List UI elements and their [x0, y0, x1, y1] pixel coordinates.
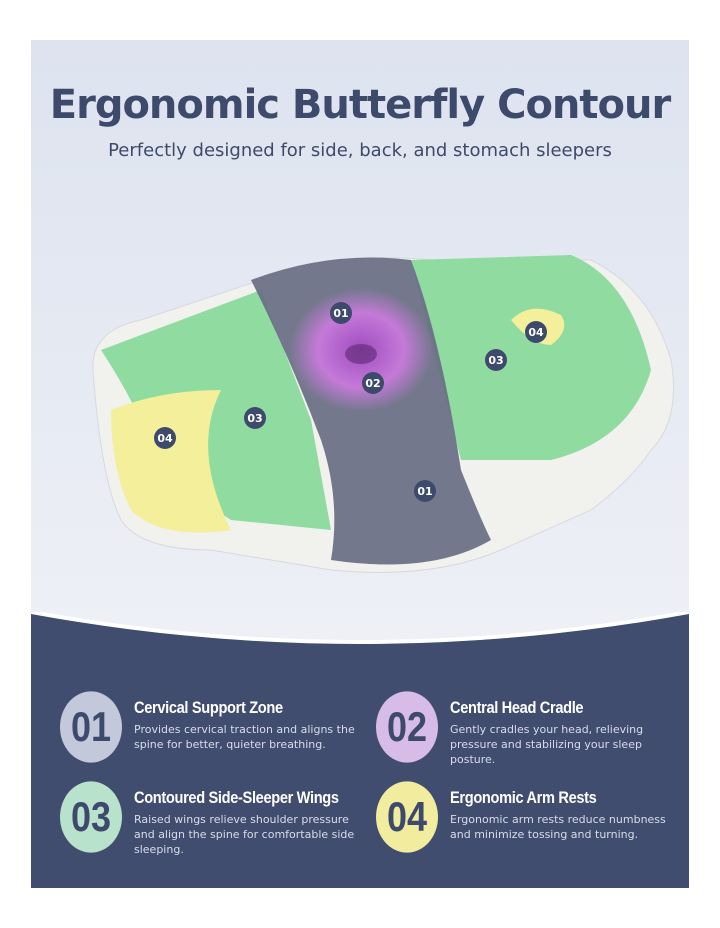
feature-description: Provides cervical traction and aligns th…	[134, 723, 355, 751]
svg-text:03: 03	[488, 354, 503, 367]
feature-number-badge: 04	[376, 781, 438, 853]
label-04-left: 04	[154, 427, 176, 449]
feature-title: Contoured Side-Sleeper Wings	[134, 788, 339, 807]
feature-title: Cervical Support Zone	[134, 698, 283, 717]
label-03-left: 03	[244, 407, 266, 429]
svg-text:01: 01	[417, 485, 432, 498]
label-02: 02	[362, 372, 384, 394]
label-04-right: 04	[525, 321, 547, 343]
feature-cervical-support: 01 Cervical Support Zone Provides cervic…	[60, 691, 364, 763]
feature-number-badge: 01	[60, 691, 122, 763]
pillow-illustration: 01 02 03 04 03 04 01	[92, 255, 674, 573]
features-panel-bg	[31, 612, 689, 888]
zone-04-left	[111, 390, 231, 533]
product-infographic: Ergonomic Butterfly Contour Perfectly de…	[31, 40, 689, 888]
svg-text:04: 04	[528, 326, 544, 339]
head-cradle-hole	[345, 344, 377, 364]
feature-head-cradle: 02 Central Head Cradle Gently cradles yo…	[376, 691, 680, 767]
feature-side-wings: 03 Contoured Side-Sleeper Wings Raised w…	[60, 781, 372, 857]
svg-text:03: 03	[247, 412, 262, 425]
feature-number-badge: 02	[376, 691, 438, 763]
zone-03-right	[411, 255, 651, 460]
page-subtitle: Perfectly designed for side, back, and s…	[108, 140, 612, 161]
svg-text:02: 02	[365, 377, 380, 390]
feature-description: Ergonomic arm rests reduce numbness and …	[450, 813, 666, 841]
feature-number-badge: 03	[60, 781, 122, 853]
svg-text:04: 04	[157, 432, 173, 445]
feature-description: Gently cradles your head, relieving pres…	[450, 723, 644, 766]
page-title: Ergonomic Butterfly Contour	[49, 82, 671, 128]
feature-title: Central Head Cradle	[450, 698, 584, 717]
zone-03-left	[101, 290, 331, 530]
label-01-top: 01	[330, 302, 352, 324]
svg-text:01: 01	[333, 307, 348, 320]
feature-arm-rests: 04 Ergonomic Arm Rests Ergonomic arm res…	[376, 781, 680, 853]
label-03-right: 03	[485, 349, 507, 371]
label-01-bottom: 01	[414, 480, 436, 502]
feature-description: Raised wings relieve shoulder pressure a…	[134, 813, 355, 856]
feature-title: Ergonomic Arm Rests	[450, 788, 597, 807]
